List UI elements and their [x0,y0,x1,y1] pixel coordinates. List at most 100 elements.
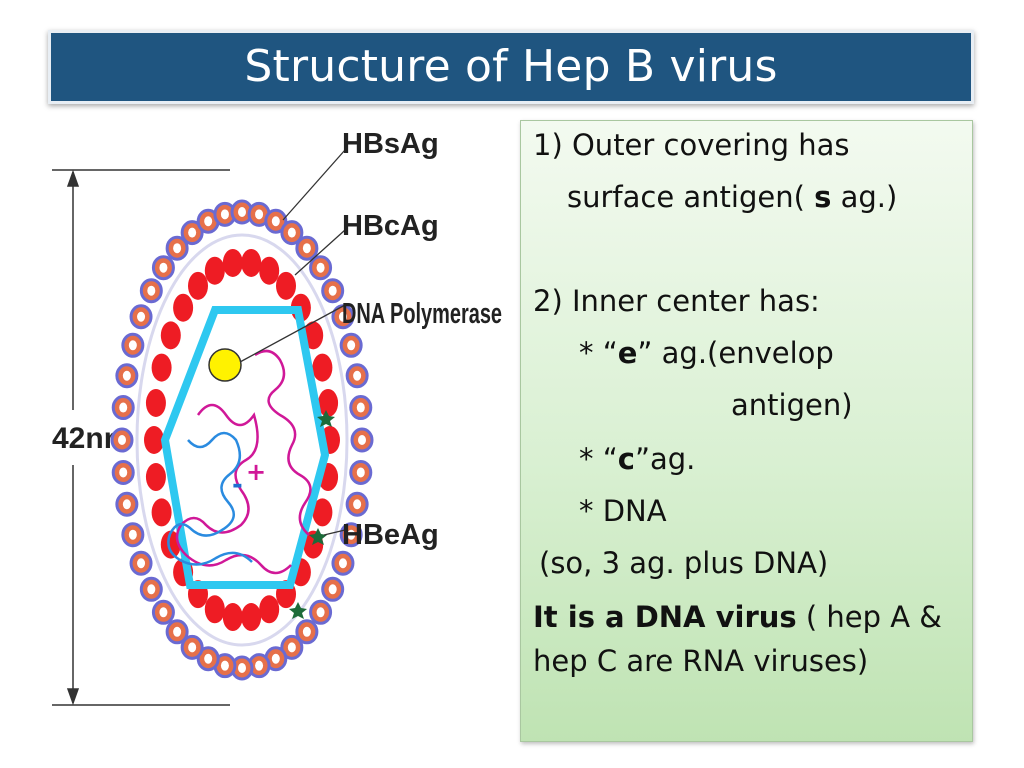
conclusion-line-2: hep C are RNA viruses) [533,647,868,676]
surface-antigen-text: surface antigen( [567,180,815,214]
dna-strand-2 [167,431,253,566]
core-antigen-bead [222,248,243,277]
surface-antigen-bead [339,522,363,548]
surface-antigen-bead [151,255,175,281]
c-antigen-text: ”ag. [634,442,696,476]
hbeag-marker [289,602,307,619]
slide-title: Structure of Hep B virus [244,41,778,92]
virion: - + [110,199,374,681]
core-antigen-bead [144,426,164,454]
pointer-hbcag [294,229,346,276]
surface-antigen-bead [129,304,153,330]
surface-antigen-bead [349,395,373,421]
conclusion-line-2-text: hep C are RNA viruses) [533,644,869,678]
size-dimension [52,169,230,706]
e-antigen-item: * “e” ag.(envelop [579,339,834,368]
point-1-heading: 1) Outer covering has [533,131,849,160]
pointer-hbeag [323,529,346,536]
c-antigen-prefix: * “ [579,442,618,476]
core-antigen-bead [204,595,225,624]
surface-antigen-bead [180,634,204,660]
dna-item: * DNA [579,497,667,526]
hbeag-marker [309,528,327,545]
dimension-arrowhead-down [66,688,80,706]
surface-antigen-bead [350,427,374,453]
e-antigen-letter: e [617,336,638,370]
core-antigen-bead [151,353,172,382]
e-antigen-continuation: antigen) [731,391,853,420]
surface-antigen-bead [115,363,139,389]
membrane-ring [135,233,349,647]
core-antigen-bead [173,293,194,322]
dimension-arrowhead-up [66,169,80,187]
core-antigen-bead [259,256,280,285]
surface-antigen-bead [129,550,153,576]
surface-antigen-bead [295,619,319,645]
core-antigen-bead [151,498,172,527]
core-antigen-bead [188,271,208,300]
surface-antigen-bead [339,332,363,358]
surface-antigen-bead [111,459,135,485]
label-pointers [239,149,346,536]
notes-panel: 1) Outer covering has surface antigen( s… [520,120,973,742]
surface-antigen-bead [264,208,288,234]
core-antigen-bead [160,321,181,350]
dna-polymerase-enzyme [208,348,242,382]
surface-antigen-bead [321,278,345,304]
label-dna-polymerase: DNA Polymerase [342,298,502,330]
dna-item-text: * DNA [579,494,667,528]
pointer-hbsag [282,149,346,221]
hbv-structure-diagram: 42nm - + HBsAg HBcAg DNA Polymerase HBeA… [52,128,502,706]
surface-antigen-bead [121,522,145,548]
minus-sign: - [232,470,243,500]
conclusion-rest: ( hep A & [796,600,942,634]
point-2-line-1: 2) Inner center has: [533,284,820,318]
summary-line: (so, 3 ag. plus DNA) [539,549,828,578]
core-antigen-bead [145,388,166,417]
core-antigen-bead [222,603,243,632]
surface-antigen-bead [345,491,369,517]
inner-bead-ring [144,248,340,632]
surface-antigen-bead [280,220,304,246]
summary-text: (so, 3 ag. plus DNA) [539,546,829,580]
core-antigen-bead [303,321,324,350]
surface-antigen-bead [280,634,304,660]
title-bar: Structure of Hep B virus [48,30,974,104]
surface-antigen-bead [139,576,163,602]
surface-antigen-bead [196,646,220,672]
s-antigen-letter: s [814,180,832,214]
point-2-heading: 2) Inner center has: [533,287,820,316]
surface-antigen-bead [139,278,163,304]
surface-antigen-bead [321,576,345,602]
surface-antigen-bead [115,491,139,517]
dna-virus-statement: It is a DNA virus [533,600,797,634]
surface-antigen-bead [331,550,355,576]
core-antigen-bead [312,498,333,527]
e-antigen-prefix: * “ [579,336,618,370]
c-antigen-letter: c [617,442,635,476]
capsid-hexagon [160,306,330,589]
surface-antigen-bead [151,599,175,625]
conclusion-line-1: It is a DNA virus ( hep A & [533,603,942,632]
surface-antigen-bead [309,255,333,281]
hbeag-markers [289,410,335,619]
core-antigen-bead [276,271,296,300]
core-antigen-bead [259,595,280,624]
c-antigen-item: * “c”ag. [579,445,695,474]
core-antigen-bead [241,248,262,277]
surface-antigen-bead [345,363,369,389]
surface-antigen-bead [165,619,189,645]
hbeag-marker [317,410,335,427]
surface-antigen-bead [165,235,189,261]
surface-antigen-bead [121,332,145,358]
pointer-dna-polymerase [239,304,346,363]
core-antigen-bead [204,256,225,285]
surface-antigen-bead [110,427,134,453]
surface-antigen-bead [111,395,135,421]
plus-sign: + [246,458,266,486]
core-antigen-bead [241,603,262,632]
label-hbsag: HBsAg [342,128,439,160]
core-antigen-bead [145,463,166,492]
surface-antigen-bead [349,459,373,485]
label-hbcag: HBcAg [342,210,439,242]
